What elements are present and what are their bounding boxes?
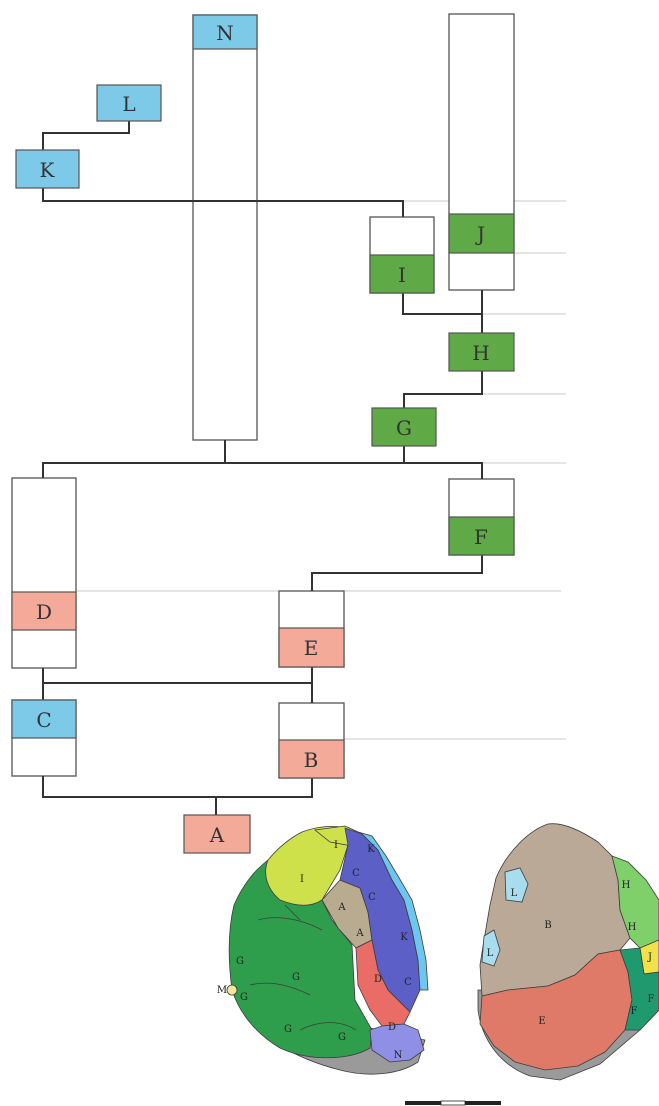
stone-right-region-l2 [481, 929, 501, 967]
scale-bar-white [440, 1100, 466, 1106]
node-d-label: D [36, 600, 52, 624]
stone-left-region-i [265, 825, 349, 906]
stone-right-label: B [544, 920, 551, 931]
stone-left-label: G [338, 1032, 346, 1043]
stone-left-label: C [352, 868, 360, 879]
node-h-box [448, 332, 515, 372]
stone-left-label: A [355, 928, 364, 939]
stone-right-label: E [538, 1016, 545, 1027]
node-e-label: E [304, 636, 319, 660]
stone-left-region-m [226, 984, 238, 996]
stone-right-label: F [648, 994, 655, 1005]
node-boxes [11, 14, 515, 854]
node-k-label: K [40, 158, 56, 182]
stone-left-label: G [236, 956, 244, 967]
node-j-label: J [475, 222, 485, 246]
node-h-label: H [472, 341, 489, 365]
range-bars [11, 13, 515, 779]
stone-left-label: K [367, 844, 375, 855]
node-b-box [278, 739, 345, 779]
node-g-box [371, 407, 437, 447]
stone-right-label: L [487, 948, 494, 959]
node-n-box [192, 14, 258, 50]
node-n-label: N [216, 21, 234, 45]
node-l-box [96, 84, 162, 122]
stone-left-label: A [337, 902, 346, 913]
node-e-box [278, 627, 345, 668]
stone-left-labels: I I C C A A K G G G G G D D C N M K [217, 840, 412, 1061]
stone-left-label: I [334, 840, 338, 851]
node-j-box [448, 213, 515, 254]
node-l-label: L [122, 92, 135, 116]
stone-right-labels: B E H H J L L F F [487, 880, 655, 1027]
stone-face-left [226, 825, 429, 1075]
node-d-box [11, 591, 77, 631]
scale-bar-black [405, 1101, 441, 1105]
stone-right-label: H [622, 880, 631, 891]
node-g-label: G [396, 416, 412, 440]
stone-right-label: L [511, 888, 518, 899]
stone-left-region-k [357, 831, 429, 991]
stone-left-label: D [374, 974, 382, 985]
stone-left-scar-lines [249, 904, 357, 1031]
stone-right-label: J [647, 952, 652, 963]
node-i-label: I [398, 263, 406, 287]
node-f-label: F [474, 525, 488, 549]
node-b-label: B [304, 748, 319, 772]
connector-d-e-c-b [42, 667, 313, 684]
connector-i-h [402, 293, 483, 333]
stone-left-label: G [284, 1024, 292, 1035]
stone-left-label: N [394, 1050, 403, 1061]
node-i-box [369, 254, 435, 294]
stone-right-label: H [628, 922, 637, 933]
connector-k-i [42, 188, 404, 217]
stone-left-region-d [355, 939, 411, 1027]
node-k-box [15, 149, 80, 189]
node-c-box [11, 699, 77, 739]
scale-bar-black-2 [465, 1101, 501, 1105]
stone-right-label: F [631, 1006, 638, 1017]
connector-f-e [311, 555, 483, 591]
connector-l-k [42, 121, 130, 150]
stone-left-label: G [240, 992, 248, 1003]
connector-h-g [403, 371, 483, 408]
scale-bar [405, 1100, 501, 1106]
stone-left-label: D [388, 1022, 396, 1033]
node-c-label: C [36, 708, 51, 732]
stone-left-label: K [400, 932, 408, 943]
connector-bus-top [42, 462, 483, 479]
stone-left-label: C [368, 892, 376, 903]
range-bar-n [192, 14, 258, 441]
stone-face-right [477, 823, 659, 1081]
connector-lines [42, 121, 483, 815]
stone-right-region-l [504, 867, 529, 903]
stone-left-label: G [292, 972, 300, 983]
stone-left-label: C [404, 977, 412, 988]
stone-left-label: M [217, 985, 227, 996]
node-a-label: A [209, 823, 225, 847]
node-labels: N L K J I H G F D E C B A [36, 21, 490, 847]
stone-right-region-f [619, 947, 659, 1031]
connector-c-b-a [42, 776, 313, 798]
stone-left-region-n [369, 1023, 425, 1063]
stone-left-label: I [300, 874, 304, 885]
range-bar-d [11, 477, 77, 669]
node-a-box [183, 814, 251, 854]
node-f-box [448, 516, 515, 556]
